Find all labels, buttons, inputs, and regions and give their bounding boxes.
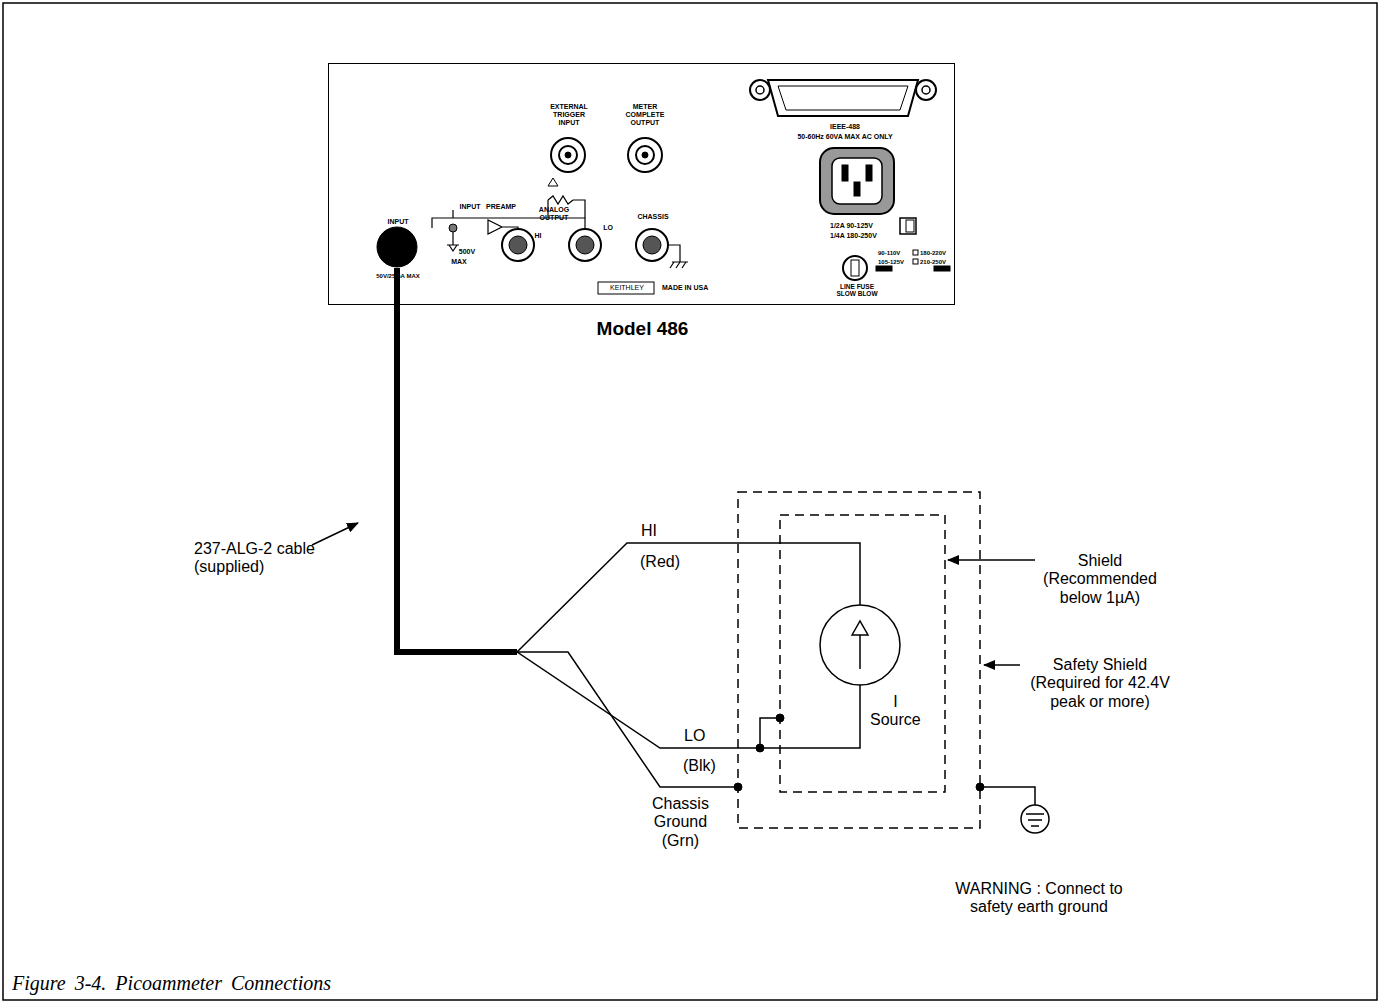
text-label: 180-220V [920, 250, 954, 257]
text-label: Safety Shield (Required for 42.4V peak o… [1020, 656, 1180, 711]
text-label: Chassis Ground (Grn) [652, 795, 709, 850]
text-label: HI [532, 232, 544, 240]
text-label: Shield (Recommended below 1µA) [1040, 552, 1160, 607]
text-label: ANALOG OUTPUT [534, 206, 574, 222]
text-label: KEITHLEY [600, 284, 654, 292]
text-label: LO [601, 224, 615, 232]
leader-arrows [312, 523, 1035, 665]
text-label: 50V/25mA MAX [364, 273, 432, 280]
text-label: 105-125V [878, 259, 912, 266]
figure-caption: Figure 3-4. Picoammeter Connections [12, 972, 331, 995]
wiring [397, 268, 1049, 833]
wire [397, 305, 860, 652]
text-label: METER COMPLETE OUTPUT [620, 103, 670, 127]
text-label: 237-ALG-2 cable (supplied) [194, 540, 326, 577]
text-label: IEEE-488 [795, 123, 895, 131]
text-label: LINE FUSE SLOW BLOW [832, 283, 882, 298]
text-label: 500V [455, 248, 479, 256]
text-label: MAX [447, 258, 471, 266]
node-label: I Source [870, 693, 921, 730]
text-label: 1/2A 90-125V [830, 222, 890, 230]
node-label: Model 486 [329, 318, 956, 340]
wire-label: LO [683, 727, 706, 745]
text-label: INPUT [455, 203, 485, 211]
rear-panel-art [377, 80, 950, 294]
text-label: 210-250V [920, 259, 954, 266]
rear-panel: Model 486 [328, 63, 955, 305]
text-label: 90-110V [878, 250, 912, 257]
text-label: (Red) [640, 553, 680, 571]
text-label: MADE IN USA [662, 284, 722, 292]
text-label: EXTERNAL TRIGGER INPUT [544, 103, 594, 127]
text-label: CHASSIS [632, 213, 674, 221]
figure-frame [3, 3, 1377, 1000]
wire-label: HI [640, 522, 658, 540]
text-label: 1/4A 180-250V [830, 232, 890, 240]
text-label: 50-60Hz 60VA MAX AC ONLY [760, 133, 930, 141]
text-label: PREAMP [484, 203, 518, 211]
text-label: WARNING : Connect to safety earth ground [954, 880, 1124, 917]
text-label: INPUT [380, 218, 416, 226]
text-label: (Blk) [683, 757, 716, 775]
current-source: I Source [818, 603, 902, 687]
wire [397, 305, 860, 748]
source-circle [818, 603, 902, 687]
